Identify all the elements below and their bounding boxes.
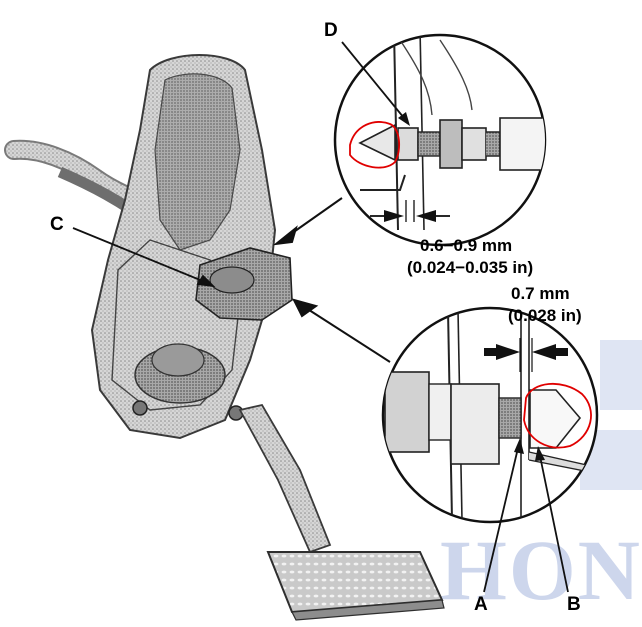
leader-c	[72, 227, 216, 288]
callout-arrows	[272, 197, 391, 363]
gap-lower-mm-label: 0.7 mm	[511, 284, 570, 303]
callout-b-label: B	[567, 594, 581, 615]
gap-upper-mm-label: 0.6−0.9 mm	[420, 236, 513, 255]
gap-upper-in-label: (0.024−0.035 in)	[407, 258, 534, 277]
callout-c-label: C	[50, 214, 64, 235]
lower-detail-circle	[381, 306, 599, 593]
watermark: HON	[440, 522, 642, 618]
upper-detail-circle	[333, 33, 547, 247]
gap-lower-in-label: (0.028 in)	[508, 306, 582, 325]
brake-pedal-arm	[238, 403, 445, 621]
callout-a-label: A	[474, 594, 488, 615]
callout-d-label: D	[324, 20, 338, 41]
pedal-bracket	[90, 54, 293, 440]
markup-circle-lower	[523, 382, 592, 449]
markup-circle-upper	[349, 121, 401, 169]
